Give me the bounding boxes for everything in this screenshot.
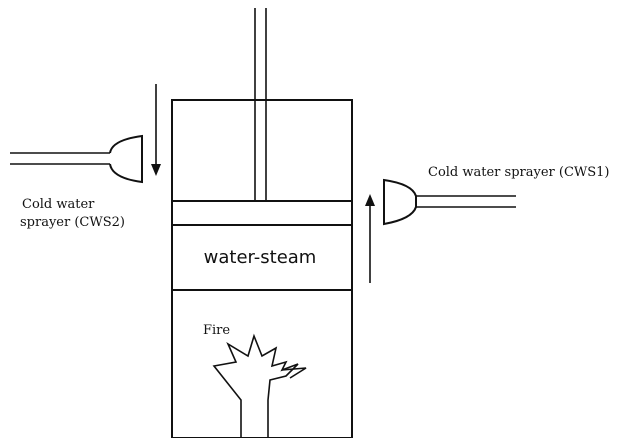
cws2-label-line1: Cold water — [22, 197, 95, 212]
cold-water-sprayer-cws1 — [383, 178, 516, 226]
piston-rod — [254, 8, 267, 200]
cylinder — [171, 99, 353, 438]
upward-arrow-icon — [365, 194, 375, 283]
flame-icon — [212, 333, 307, 438]
piston — [171, 200, 353, 226]
downward-arrow-icon — [151, 84, 161, 176]
cws1-label: Cold water sprayer (CWS1) — [428, 165, 610, 180]
water-steam-label: water-steam — [204, 247, 317, 268]
cws2-label-line2: sprayer (CWS2) — [20, 215, 125, 230]
cold-water-sprayer-cws2 — [10, 134, 143, 184]
fire-label: Fire — [203, 323, 230, 338]
